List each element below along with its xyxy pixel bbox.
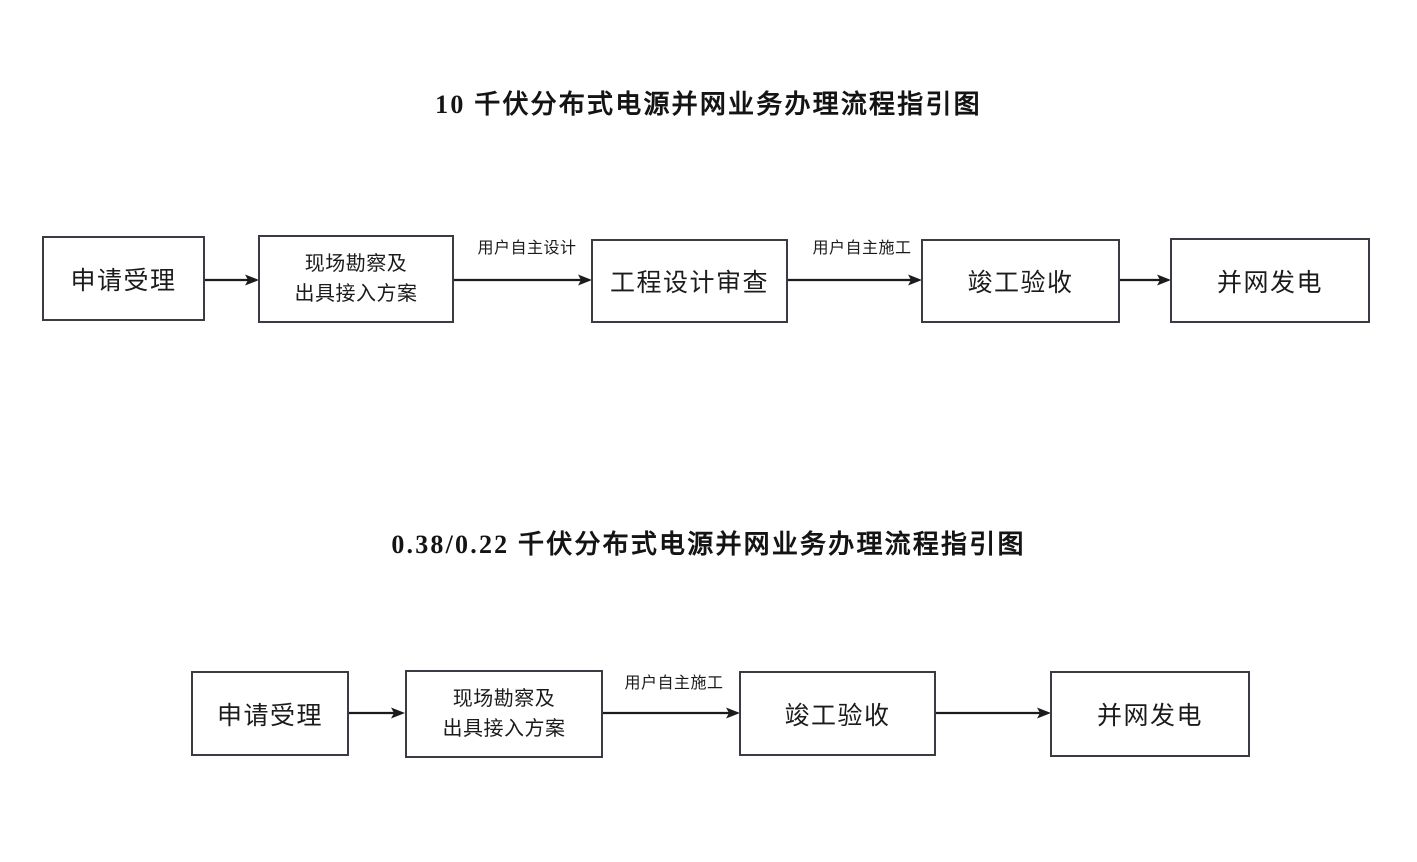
diagram-038kv-node-grid-connected-generation[interactable]: 并网发电	[1050, 671, 1250, 757]
node-label-line-1: 竣工验收	[784, 702, 891, 730]
diagram-10kv-edge-4-arrow	[1120, 270, 1171, 290]
diagram-10kv-node-design-review[interactable]: 工程设计审查	[591, 239, 788, 323]
node-label-line-1: 工程设计审查	[609, 270, 769, 297]
diagram-10kv-node-site-survey[interactable]: 现场勘察及 出具接入方案	[258, 235, 454, 323]
diagram-10kv-node-completion-acceptance[interactable]: 竣工验收	[921, 239, 1120, 323]
diagram-10kv-edge-3-arrow	[788, 270, 922, 290]
node-label-line-1: 竣工验收	[967, 270, 1074, 297]
diagram-10kv-node-apply-acceptance[interactable]: 申请受理	[42, 236, 205, 321]
node-label-line-1: 申请受理	[216, 702, 323, 730]
diagram-038kv-edge-2-label: 用户自主施工	[624, 675, 724, 692]
diagram-038kv-edge-1-arrow	[349, 703, 405, 723]
diagram-038kv-title: 0.38/0.22 千伏分布式电源并网业务办理流程指引图	[391, 530, 1026, 559]
diagram-10kv-edge-3-label: 用户自主施工	[812, 240, 912, 257]
diagram-10kv-node-grid-connected-generation[interactable]: 并网发电	[1170, 238, 1370, 323]
diagram-038kv-node-completion-acceptance[interactable]: 竣工验收	[739, 671, 936, 756]
node-label-line-1: 申请受理	[70, 267, 177, 295]
diagram-10kv-edge-2-label: 用户自主设计	[477, 240, 577, 257]
diagram-10kv-title: 10 千伏分布式电源并网业务办理流程指引图	[435, 90, 982, 119]
diagram-038kv-node-site-survey[interactable]: 现场勘察及 出具接入方案	[405, 670, 603, 758]
diagram-038kv-edge-3-arrow	[936, 703, 1051, 723]
node-label-line-2: 出具接入方案	[294, 283, 418, 305]
diagram-038kv-edge-2-arrow	[603, 703, 740, 723]
node-label-line-2: 出具接入方案	[442, 718, 566, 740]
node-label-line-1: 现场勘察及	[452, 688, 556, 710]
diagram-10kv-edge-2-arrow	[454, 270, 592, 290]
node-label-line-1: 现场勘察及	[304, 253, 408, 275]
node-label-line-1: 并网发电	[1096, 703, 1203, 730]
node-label-line-1: 并网发电	[1216, 269, 1323, 297]
diagram-038kv-node-apply-acceptance[interactable]: 申请受理	[191, 671, 349, 756]
diagram-10kv-edge-1-arrow	[205, 270, 259, 290]
